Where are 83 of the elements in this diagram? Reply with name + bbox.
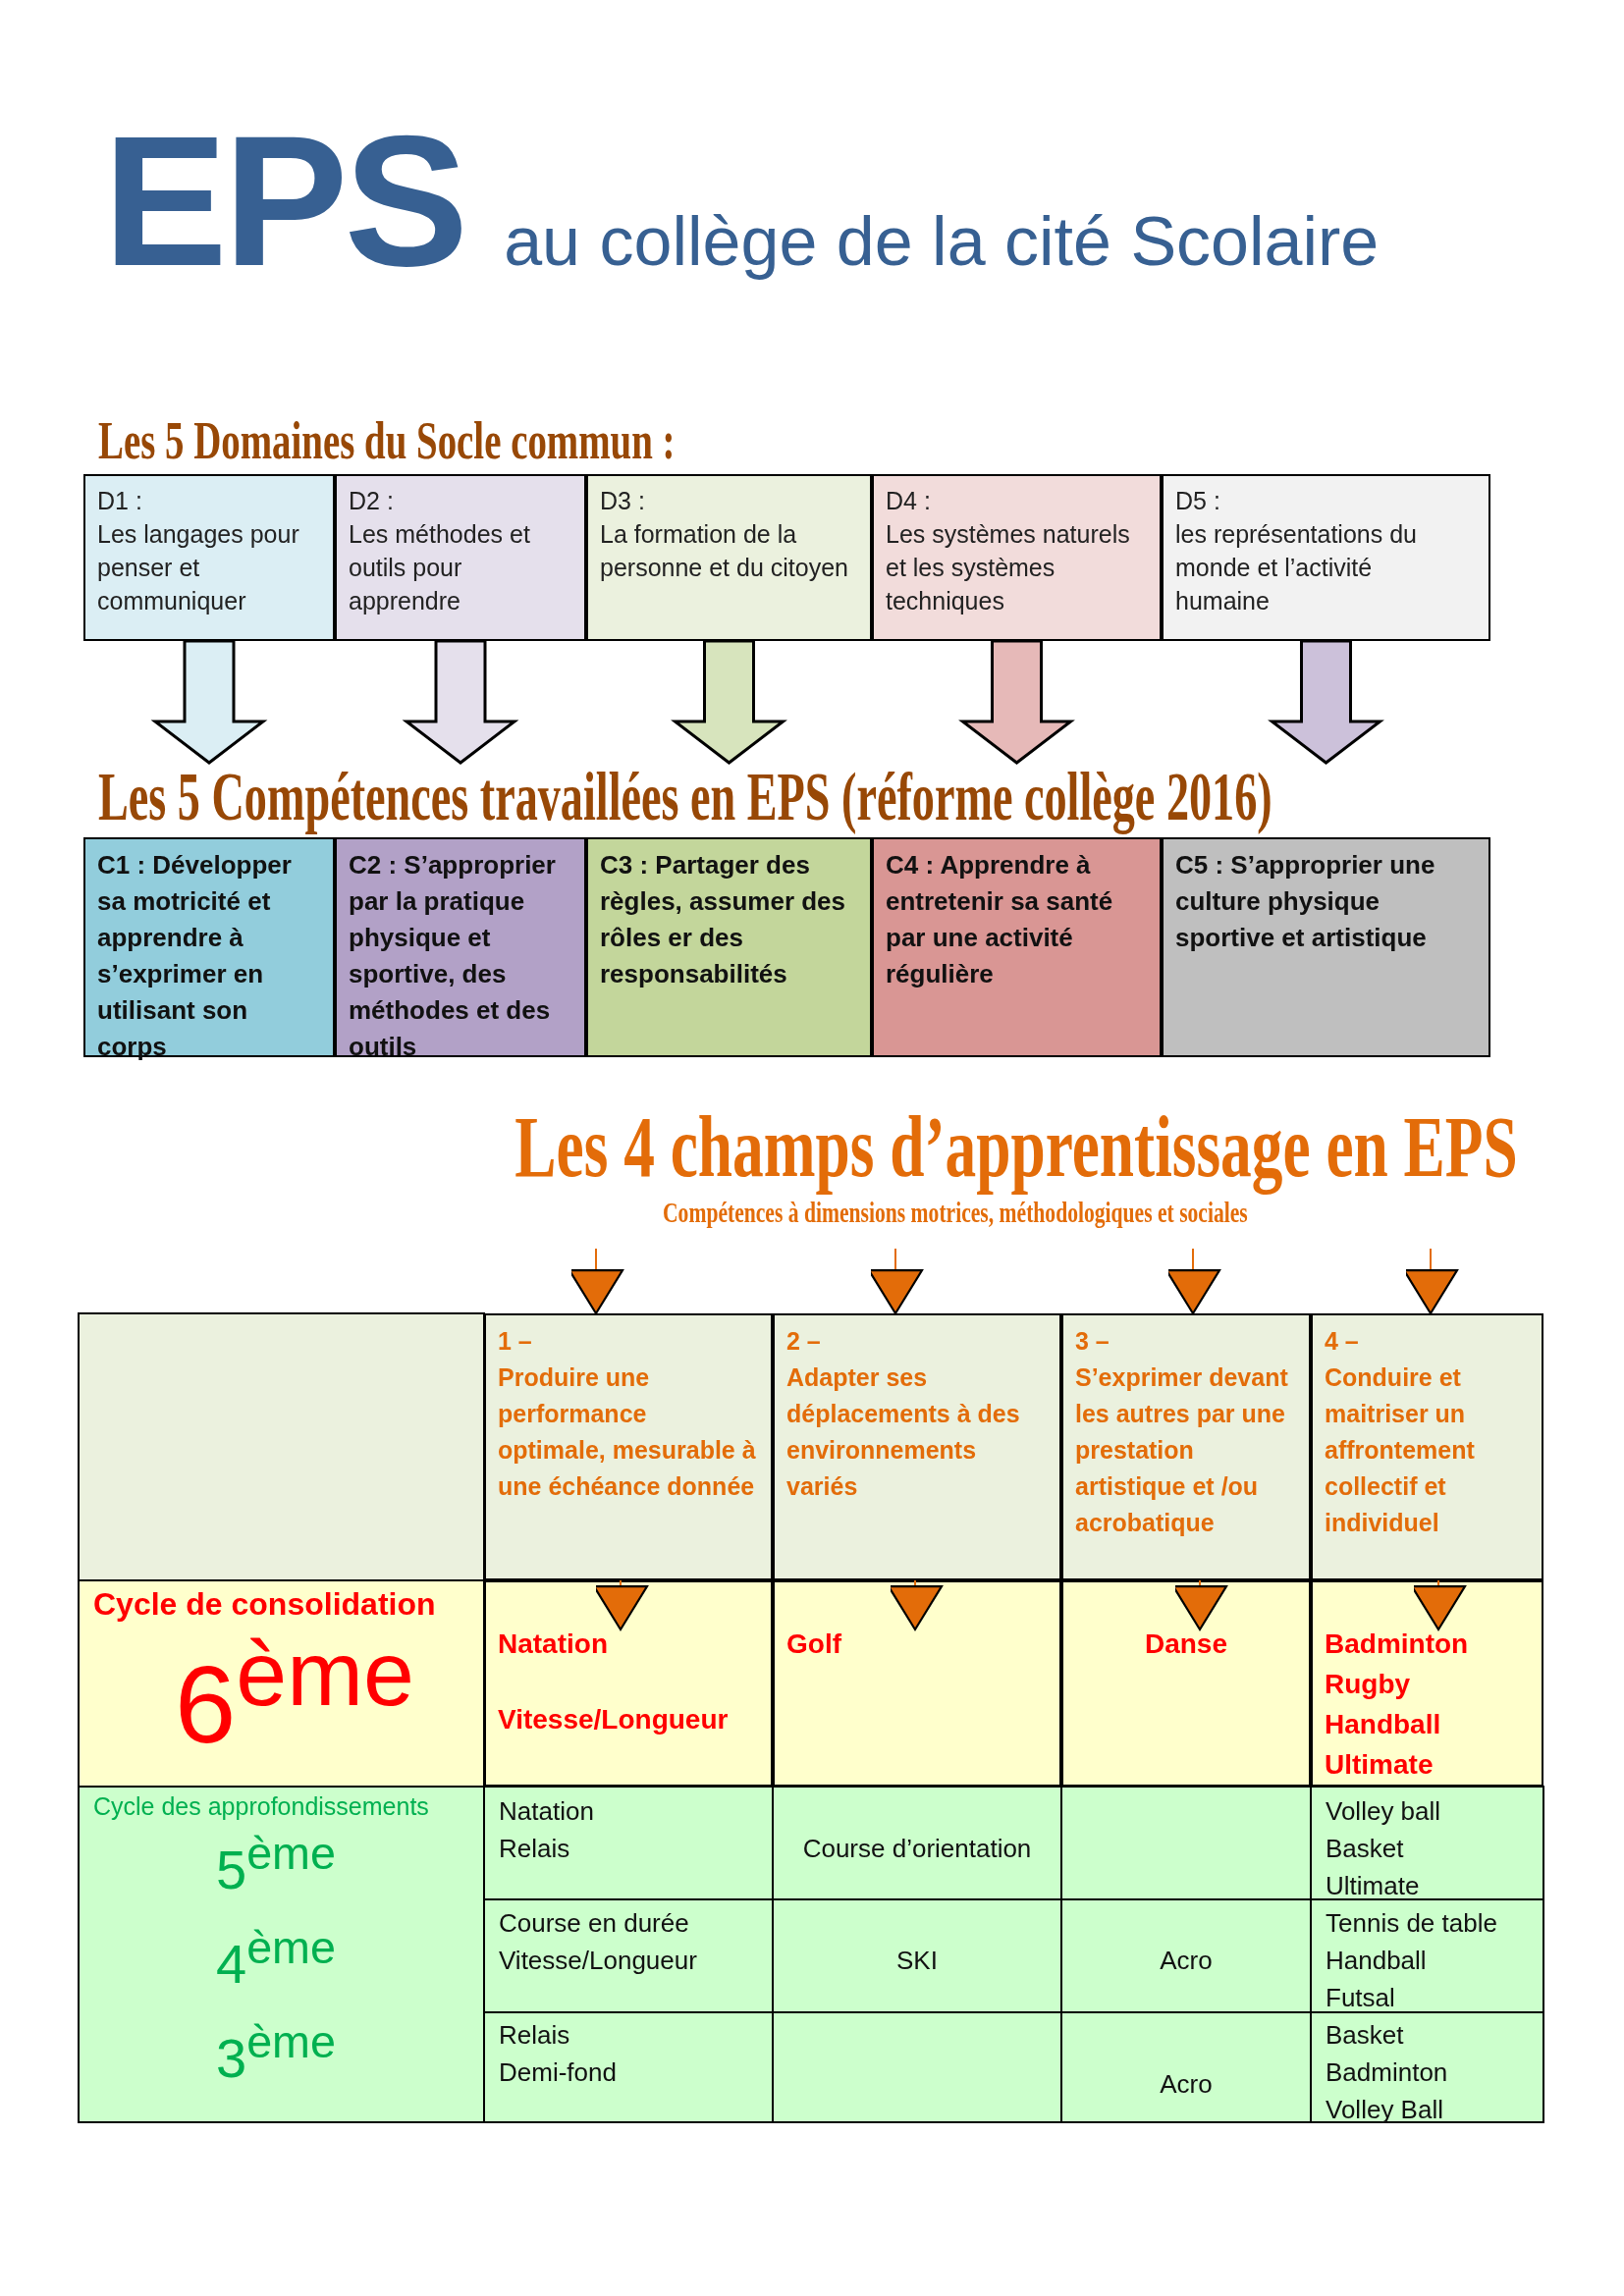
cycle-title: Cycle des approfondissements xyxy=(93,1792,429,1821)
skill-box xyxy=(872,837,1162,1057)
field-header xyxy=(1311,1313,1543,1580)
block-arrow xyxy=(671,639,787,765)
box-text: les représentations du monde et l’activité humaine xyxy=(1175,519,1418,616)
section-subtitle: Compétences à dimensions motrices, méthodologiques et sociales xyxy=(663,1196,1248,1229)
box-text: S’exprimer devant les autres par une prestation artistique et /ou acrobatique xyxy=(1075,1362,1289,1538)
block-arrow xyxy=(402,639,519,765)
box-heading: D1 : xyxy=(97,486,143,516)
box-heading: D5 : xyxy=(1175,486,1221,516)
activity-name: Volley Ball xyxy=(1326,2094,1443,2126)
box-text: C3 : Partager des règles, assumer des rôles er des responsabilités xyxy=(600,849,847,990)
activity-name: Course en durée xyxy=(499,1907,689,1940)
activity-name: Acro xyxy=(1159,1945,1214,1977)
section-heading: Les 5 Domaines du Socle commun : xyxy=(98,410,676,471)
domain-box xyxy=(1162,474,1490,641)
domain-box xyxy=(335,474,586,641)
activity-name: Vitesse/Longueur xyxy=(499,1945,697,1977)
activity-name: Relais xyxy=(499,2019,570,2052)
box-text: C4 : Apprendre à entretenir sa santé par une activité régulière xyxy=(886,849,1114,990)
activity-name: Badminton xyxy=(1326,2056,1448,2089)
box-text: Conduire et maitriser un affrontement collectif et individuel xyxy=(1325,1362,1476,1538)
skill-box xyxy=(1162,837,1490,1057)
activity-name: Ultimate xyxy=(1326,1870,1420,1902)
domain-box xyxy=(83,474,335,641)
activity-name: Ultimate xyxy=(1325,1748,1435,1782)
box-heading: 2 – xyxy=(786,1326,822,1357)
box-heading: D3 : xyxy=(600,486,646,516)
activity-name: Basket xyxy=(1326,2019,1404,2052)
grade-label: 4$^{ème}$ xyxy=(216,1921,336,1997)
activity-name: Danse xyxy=(1143,1628,1228,1661)
activity-cell xyxy=(1311,1580,1543,1787)
activity-name: Acro xyxy=(1159,2068,1214,2101)
activity-name: Handball xyxy=(1326,1945,1427,1977)
box-heading: D2 : xyxy=(349,486,395,516)
box-heading: 1 – xyxy=(498,1326,533,1357)
box-text: Produire une performance optimale, mesurable à une échéance donnée xyxy=(498,1362,757,1502)
box-text: C1 : Développer sa motricité et apprendre à s’exprimer en utilisant son corps xyxy=(97,849,293,1063)
box-text: C5 : S’approprier une culture physique sportive et artistique xyxy=(1175,849,1436,954)
block-arrow xyxy=(150,639,268,765)
activity-cell xyxy=(484,1580,773,1787)
activity-name: Futsal xyxy=(1326,1982,1395,2014)
grade-label: 5$^{ème}$ xyxy=(216,1827,336,1902)
activity-cell xyxy=(773,1580,1061,1787)
block-arrow xyxy=(1268,639,1384,765)
box-heading: 3 – xyxy=(1075,1326,1110,1357)
field-header xyxy=(773,1313,1061,1580)
block-arrow xyxy=(958,639,1075,765)
activity-name: Natation xyxy=(499,1795,594,1828)
domain-box xyxy=(872,474,1162,641)
box-text: C2 : S’approprier par la pratique physique et sportive, des méthodes et des outils xyxy=(349,849,557,1063)
activity-name: Handball xyxy=(1325,1708,1442,1741)
activity-name: Demi-fond xyxy=(499,2056,617,2089)
skill-box xyxy=(586,837,872,1057)
activity-name: Volley ball xyxy=(1326,1795,1441,1828)
skill-box xyxy=(335,837,586,1057)
page-title: EPS au collège de la cité Scolaire xyxy=(103,95,1380,306)
activity-name: Golf xyxy=(786,1628,842,1661)
activity-name: Vitesse/Longueur xyxy=(498,1703,730,1736)
box-text: Les méthodes et outils pour apprendre xyxy=(349,519,531,616)
grade-label: 6$^{ème}$ xyxy=(175,1622,414,1769)
box-text: Les systèmes naturels et les systèmes techniques xyxy=(886,519,1131,616)
activity-cell xyxy=(1061,1580,1311,1787)
activity-name: Natation xyxy=(498,1628,609,1661)
grade-label: 3$^{ème}$ xyxy=(216,2015,336,2091)
box-heading: 4 – xyxy=(1325,1326,1360,1357)
activity-name: Rugby xyxy=(1325,1668,1412,1701)
box-text: Adapter ses déplacements à des environnements variés xyxy=(786,1362,1021,1502)
field-header xyxy=(484,1313,773,1580)
activity-name: Relais xyxy=(499,1833,570,1865)
box-text: Les langages pour penser et communiquer xyxy=(97,519,300,616)
cycle-title: Cycle de consolidation xyxy=(93,1586,436,1623)
section-heading: Les 4 champs d’apprentissage en EPS xyxy=(514,1098,1518,1197)
domain-box xyxy=(586,474,872,641)
box-heading: D4 : xyxy=(886,486,932,516)
activity-name: Course d’orientation xyxy=(801,1833,1033,1865)
activity-name: Basket xyxy=(1326,1833,1404,1865)
section-heading: Les 5 Compétences travaillées en EPS (réforme collège 2016) xyxy=(98,758,1272,836)
activity-name: SKI xyxy=(895,1945,939,1977)
field-header xyxy=(1061,1313,1311,1580)
activity-name: Tennis de table xyxy=(1326,1907,1497,1940)
activity-name: Badminton xyxy=(1325,1628,1470,1661)
box-text: La formation de la personne et du citoyen xyxy=(600,519,849,583)
